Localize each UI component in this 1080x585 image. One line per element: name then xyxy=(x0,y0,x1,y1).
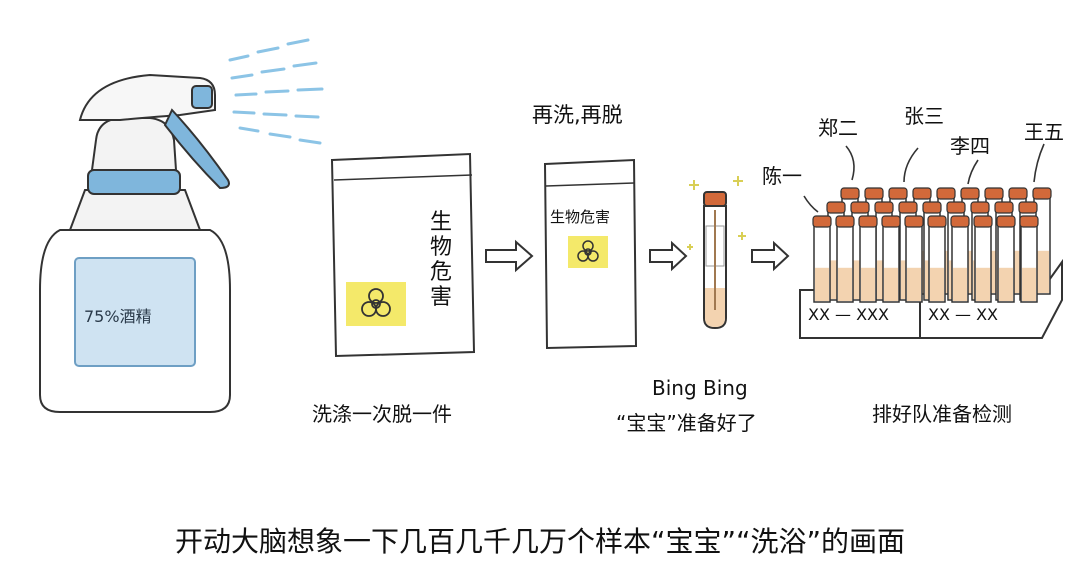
rack-tube-cap xyxy=(1019,215,1039,228)
caption-bing-bing: Bing Bing xyxy=(652,376,748,400)
spray-trigger xyxy=(163,108,230,190)
name-chen-yi: 陈一 xyxy=(762,164,802,188)
tube-cap xyxy=(703,191,727,207)
rack-tube-cap xyxy=(922,201,942,214)
rack-tube-cap xyxy=(970,201,990,214)
tube-liquid xyxy=(861,267,875,301)
rack-tube-cap xyxy=(950,215,970,228)
rack-tube-cap xyxy=(904,215,924,228)
tube-liquid xyxy=(999,267,1013,301)
rack-tube-cap xyxy=(835,215,855,228)
rack-tube-cap xyxy=(858,215,878,228)
tube-liquid xyxy=(953,267,967,301)
name-pointers xyxy=(803,143,1045,213)
rack-tube-cap xyxy=(1018,201,1038,214)
rack-label-left: XX — XXX xyxy=(808,305,889,324)
name-li-si: 李四 xyxy=(950,134,990,158)
biohazard-bag-large xyxy=(330,152,476,358)
rack-tube-cap xyxy=(826,201,846,214)
caption-wash-once: 洗涤一次脱一件 xyxy=(312,402,452,426)
biohazard-icon-small xyxy=(577,240,599,262)
rack-tube-cap xyxy=(912,187,932,200)
spray-mist xyxy=(228,38,324,145)
rack-tube-cap xyxy=(984,187,1004,200)
bottom-caption: 开动大脑想象一下几百几千几万个样本“宝宝”“洗浴”的画面 xyxy=(174,525,906,558)
biohazard-bag-small xyxy=(543,158,638,350)
rack-tube-cap xyxy=(927,215,947,228)
bottle-label-panel xyxy=(74,257,196,367)
rack-tube-cap xyxy=(881,215,901,228)
tube-liquid xyxy=(838,267,852,301)
rack-tube-cap xyxy=(996,215,1016,228)
sparkle-icon xyxy=(687,176,746,250)
tube-liquid xyxy=(930,267,944,301)
rack-tube-cap xyxy=(994,201,1014,214)
rack-tube-cap xyxy=(946,201,966,214)
rack-label-right: XX — XX xyxy=(928,305,999,324)
arrow-2 xyxy=(649,240,688,272)
caption-baby-ready: “宝宝”准备好了 xyxy=(616,411,757,435)
rack-tube-cap xyxy=(864,187,884,200)
sample-tube xyxy=(703,191,727,330)
bottle-label: 75%酒精 xyxy=(84,307,152,326)
rack-tube-cap xyxy=(1008,187,1028,200)
tube-liquid xyxy=(1035,250,1049,293)
spray-nozzle xyxy=(191,85,213,109)
tube-liquid xyxy=(976,267,990,301)
tube-liquid xyxy=(884,267,898,301)
tube-liquid xyxy=(907,267,921,301)
bottle-cap-ring xyxy=(87,169,181,195)
rack-tube-cap xyxy=(936,187,956,200)
small-bag-label: 生物危害 xyxy=(550,208,611,226)
name-wang-wu: 王五 xyxy=(1024,120,1064,144)
name-zheng-er: 郑二 xyxy=(818,116,858,140)
rack-tube-cap xyxy=(973,215,993,228)
rewash-header: 再洗,再脱 xyxy=(532,103,623,127)
rack-tube-cap xyxy=(874,201,894,214)
rack-tube-cap xyxy=(898,201,918,214)
rack-tube-cap xyxy=(888,187,908,200)
arrow-1 xyxy=(485,239,534,273)
rack-tube-cap xyxy=(812,215,832,228)
biohazard-icon xyxy=(361,288,391,317)
tube-liquid xyxy=(815,267,829,301)
rack-tube-cap xyxy=(960,187,980,200)
spray-bottle xyxy=(39,73,231,413)
rack-tube-cap xyxy=(1032,187,1052,200)
tube-liquid xyxy=(1022,267,1036,301)
caption-line-up: 排好队准备检测 xyxy=(872,402,1012,426)
arrow-3 xyxy=(751,240,790,272)
large-bag-label: 生 物 危 害 xyxy=(429,210,452,310)
rack-tube-cap xyxy=(850,201,870,214)
name-zhang-san: 张三 xyxy=(904,104,944,128)
rack-tubes xyxy=(812,187,1052,303)
rack-tube-cap xyxy=(840,187,860,200)
